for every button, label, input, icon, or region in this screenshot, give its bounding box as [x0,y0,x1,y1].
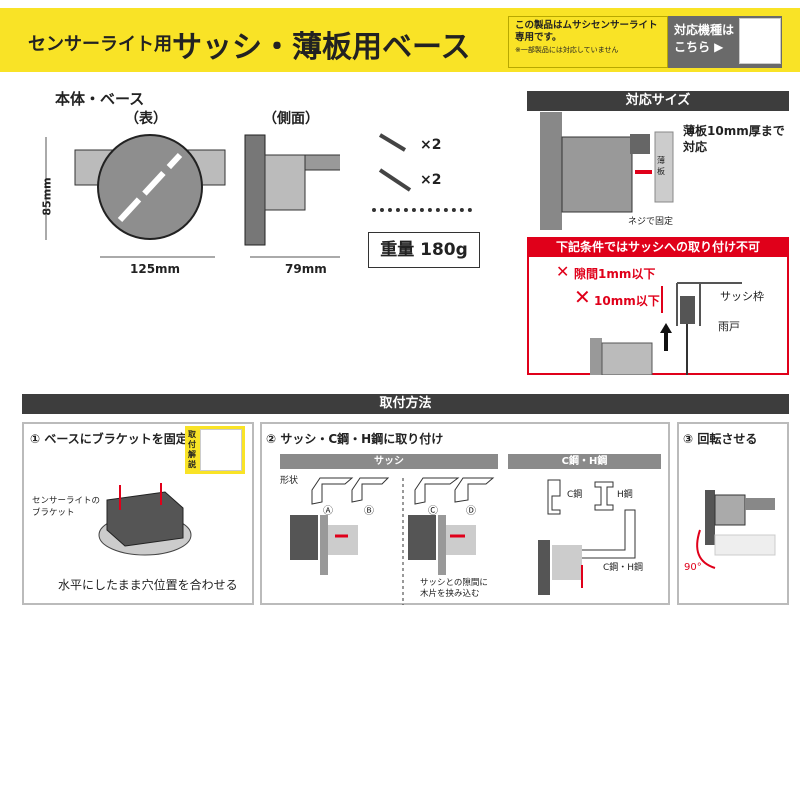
plate-label: 薄板 [657,156,665,176]
step1-panel [22,422,254,605]
size-spec-line1: 薄板10mm厚まで [683,124,785,138]
shape-label: 形状 [280,476,299,486]
step2-title: ② サッシ・C鋼・H鋼に取り付け [266,430,443,447]
rotation-angle: 90° [684,562,702,573]
gap-note-2: 木片を挟み込む [420,589,480,599]
weight-box: 重量 180g [368,232,480,268]
note-line1: この製品はムサシセンサーライト [515,20,658,31]
bracket-label: センサーライトのブラケット [32,495,100,519]
size-spec-line2: 対応 [683,140,708,154]
height-dimension: 85mm [40,177,54,216]
x-mark-icon: ✕ [556,262,570,281]
compatibility-note: この製品はムサシセンサーライト 専用です。 ※一部製品には対応していません [508,16,668,68]
qr-label: 取付解説 [188,430,196,469]
header-title: サッシ・薄板用ベース [172,30,471,65]
depth-condition: 10mm以下 [594,294,660,308]
install-heading: 取付方法 [22,394,789,414]
qr-code-icon[interactable] [200,429,242,471]
steel-callout: C鋼・H鋼 [603,563,644,573]
screw-qty-2: ×2 [420,172,442,188]
base-drawing [45,134,340,258]
shape-c: Ⓒ [428,506,438,517]
gap-note: サッシとの隙間に木片を挟み込む [420,578,488,600]
sash-frame-label: サッシ枠 [720,290,764,303]
x-mark-icon: ✕ [574,285,591,309]
c-steel-label: C鋼 [567,490,583,500]
size-heading: 対応サイズ [527,91,789,111]
mounting-drawings [290,477,636,605]
screw-note: ネジで固定 [628,217,674,227]
bracket-label-1: センサーライトの [32,496,101,506]
shutter-label: 雨戸 [718,320,740,333]
note-line2: 専用です。 [515,32,562,43]
h-steel-label: H鋼 [617,490,633,500]
bracket-label-2: ブラケット [32,508,75,518]
gap-condition: 隙間1mm以下 [574,267,656,281]
bracket-drawing [98,483,192,556]
step1-title-text: ベースにブラケットを固定 [44,432,188,446]
shape-a: Ⓐ [323,506,333,517]
step1-caption: 水平にしたまま穴位置を合わせる [58,578,238,592]
warning-heading: 下記条件ではサッシへの取り付け不可 [527,237,789,257]
thin-plate-drawing [540,112,674,230]
body-heading: 本体・ベース [55,90,145,108]
note-small: ※一部製品には対応していません [515,46,619,54]
side-label: （側面） [263,111,319,127]
steel-bar: C鋼・H鋼 [508,454,661,469]
step2-panel [260,422,670,605]
compat-line2: こちら ▶ [674,40,724,54]
rotate-drawing [696,490,776,569]
step3-title-text: 回転させる [697,432,758,446]
sash-bar: サッシ [280,454,498,469]
step2-num: ② [266,432,277,446]
compatible-models-link[interactable]: 対応機種は こちら ▶ [668,16,782,68]
gap-note-1: サッシとの隙間に [420,578,488,588]
depth-dimension: 79mm [285,262,327,276]
step1-title: ① ベースにブラケットを固定 [30,430,188,447]
shape-b: Ⓑ [364,506,374,517]
step3-title: ③ 回転させる [683,430,757,447]
step3-num: ③ [683,432,694,446]
install-guide-qr[interactable]: 取付解説 [185,426,245,474]
sash-drawing [590,282,742,375]
front-label: （表） [125,111,167,127]
step2-title-text: サッシ・C鋼・H鋼に取り付け [280,432,444,446]
step1-num: ① [30,432,41,446]
width-dimension: 125mm [130,262,181,276]
screw-qty-1: ×2 [420,137,442,153]
screw-icon [378,133,412,192]
qr-code-icon[interactable] [739,18,781,64]
step3-panel [677,422,789,605]
shape-d: Ⓓ [466,506,476,517]
header-banner [0,8,800,72]
header-subtitle: センサーライト用 [28,34,172,55]
compat-line1: 対応機種は [674,23,735,37]
divider [372,208,472,212]
